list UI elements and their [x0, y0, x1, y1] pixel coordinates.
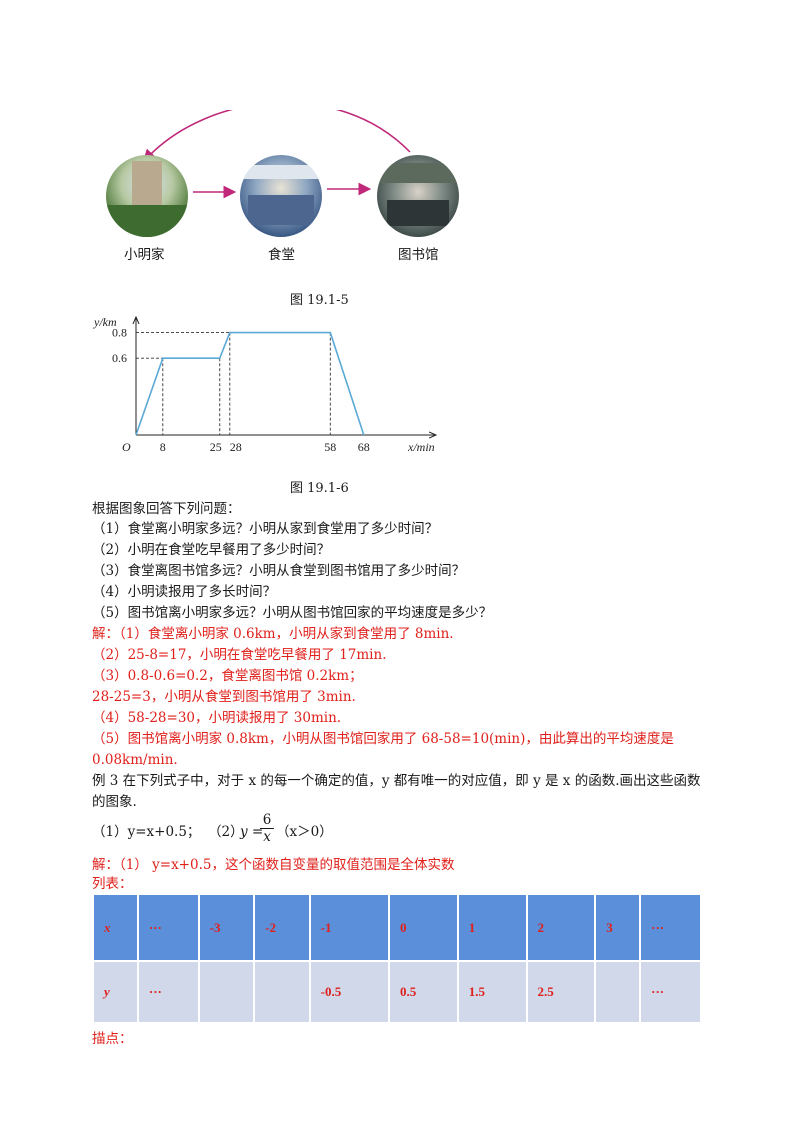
question-1: （1）食堂离小明家多远？小明从家到食堂用了多少时间？: [92, 521, 439, 537]
table-cell: ···: [138, 895, 198, 960]
table-cell: 3: [596, 895, 640, 960]
answer-3b: 28-25=3，小明从食堂到图书馆用了 3min.: [92, 689, 356, 705]
questions-intro: 根据图象回答下列问题：: [92, 501, 241, 517]
distance-series-line: [135, 331, 365, 436]
function-1: （1）y=x+0.5；: [92, 824, 201, 840]
answer-5b: 0.08km/min.: [92, 752, 178, 768]
solution-line1: 解：（1） y=x+0.5，这个函数自变量的取值范围是全体实数: [92, 857, 455, 873]
table-cell: x: [94, 895, 137, 960]
place-label-home: 小明家: [124, 247, 165, 263]
return-arc-arrow: [142, 110, 411, 163]
table-cell: ···: [641, 895, 700, 960]
function-2-condition: （x＞0）: [276, 824, 333, 840]
answer-3a: （3）0.8-0.6=0.2，食堂离图书馆 0.2km；: [92, 668, 363, 684]
library-photo: [377, 155, 459, 237]
x-tick-label: 25: [210, 440, 222, 454]
place-diagram: 小明家 食堂 图书馆: [100, 110, 480, 280]
x-axis-label: x/min: [407, 440, 435, 454]
answer-5a: （5）图书馆离小明家 0.8km，小明从图书馆回家用了 68-58=10(min…: [92, 731, 674, 747]
origin-label: O: [122, 440, 131, 454]
example3-line1: 例 3 在下列式子中，对于 x 的每一个确定的值，y 都有唯一的对应值，即 y …: [92, 773, 701, 789]
table-row-x: x ··· -3 -2 -1 0 1 2 3 ···: [94, 895, 700, 960]
table-label: 列表：: [92, 876, 133, 892]
table-cell: -3: [199, 895, 254, 960]
answer-2: （2）25-8=17，小明在食堂吃早餐用了 17min.: [92, 647, 387, 663]
table-cell: [199, 962, 254, 1022]
x-tick-label: 58: [324, 440, 336, 454]
table-cell: 2: [527, 895, 595, 960]
table-cell: -2: [255, 895, 309, 960]
answer-1: 解：（1）食堂离小明家 0.6km，小明从家到食堂用了 8min.: [92, 626, 454, 642]
route-arrows: [142, 110, 411, 199]
x-tick-label: 8: [160, 440, 166, 454]
table-cell: 1: [458, 895, 526, 960]
table-cell: [255, 962, 309, 1022]
table-cell: 1.5: [458, 962, 526, 1022]
function-2-lhs: y =: [240, 824, 264, 840]
fraction-denominator: x: [263, 829, 271, 845]
table-cell: -1: [310, 895, 389, 960]
home-photo: [106, 155, 188, 237]
question-3: （3）食堂离图书馆多远？小明从食堂到图书馆用了多少时间？: [92, 563, 466, 579]
distance-time-chart: O 0.8 0.6 8 25 28 58 68 y/km x/min: [93, 315, 450, 454]
table-cell: y: [94, 962, 137, 1022]
question-5: （5）图书馆离小明家多远？小明从图书馆回家的平均速度是多少？: [92, 605, 493, 621]
table-cell: -0.5: [310, 962, 389, 1022]
fraction-numerator: 6: [260, 812, 274, 829]
table-cell: 0: [390, 895, 457, 960]
x-tick-label: 28: [230, 440, 242, 454]
place-label-canteen: 食堂: [268, 247, 295, 263]
y-axis-label: y/km: [93, 315, 117, 329]
y-tick-label: 0.8: [112, 326, 127, 340]
y-tick-label: 0.6: [112, 351, 127, 365]
table-cell: ···: [641, 962, 700, 1022]
table-cell: 2.5: [527, 962, 595, 1022]
plot-label: 描点：: [92, 1031, 133, 1047]
function-2-fraction: 6 x: [260, 812, 274, 845]
table-cell: ···: [138, 962, 198, 1022]
table-row-y: y ··· -0.5 0.5 1.5 2.5 ···: [94, 962, 700, 1022]
figure1-caption: 图 19.1-5: [290, 293, 349, 308]
question-2: （2）小明在食堂吃早餐用了多少时间？: [92, 542, 331, 558]
place-label-library: 图书馆: [398, 247, 439, 263]
figure2-caption: 图 19.1-6: [290, 481, 349, 496]
example3-line2: 的图象.: [92, 794, 137, 810]
canteen-photo: [240, 155, 322, 237]
question-4: （4）小明读报用了多长时间？: [92, 584, 277, 600]
answer-4: （4）58-28=30，小明读报用了 30min.: [92, 710, 342, 726]
x-tick-label: 68: [358, 440, 370, 454]
table-cell: [596, 962, 640, 1022]
value-table: x ··· -3 -2 -1 0 1 2 3 ··· y ··· -0.5 0.…: [92, 893, 702, 1024]
function-2-prefix: （2）: [208, 824, 244, 840]
table-cell: 0.5: [390, 962, 457, 1022]
